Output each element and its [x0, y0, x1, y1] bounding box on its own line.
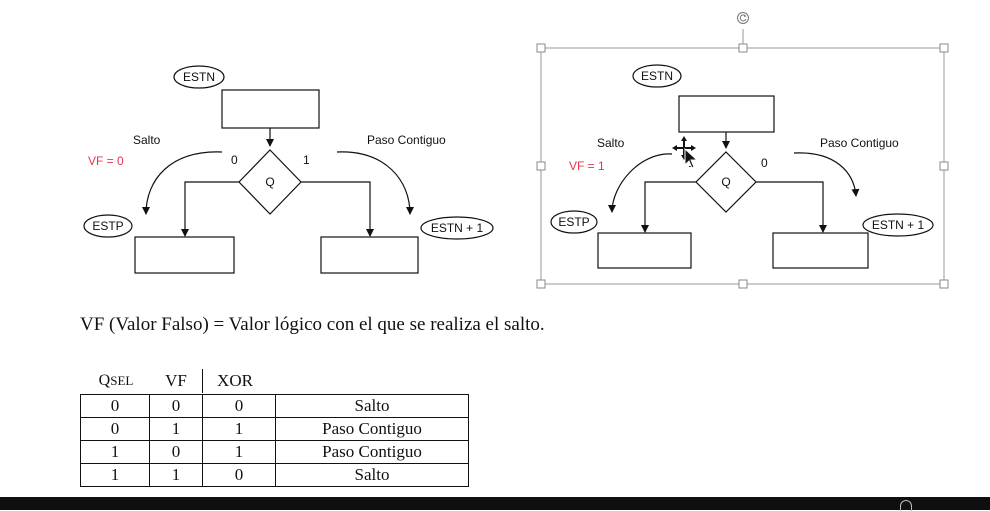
right-left-state-label: ESTP — [558, 215, 589, 229]
left-top-process-box — [221, 89, 320, 129]
header-vf: VF — [165, 371, 187, 390]
result-cell: Salto — [275, 394, 469, 418]
resize-handle-bottom-center[interactable] — [738, 279, 748, 289]
table-row: 0 0 0 Salto — [80, 394, 469, 418]
qsel-cell: 1 — [80, 463, 150, 487]
right-bottom-left-box — [597, 232, 692, 269]
resize-handle-top-left[interactable] — [536, 43, 546, 53]
right-branch-left-connector — [641, 181, 696, 233]
left-branch-right-label: Paso Contiguo — [367, 133, 446, 147]
left-vf-label: VF = 0 — [88, 154, 124, 168]
header-xor: XOR — [217, 371, 253, 390]
right-branch-left-label: Salto — [597, 136, 625, 150]
right-decision-label: Q — [721, 175, 730, 189]
left-branch-left-label: Salto — [133, 133, 161, 147]
toolbar-indicator-icon[interactable] — [900, 500, 912, 511]
qsel-cell: 0 — [80, 394, 150, 418]
truth-table: 0 0 0 Salto 0 1 1 Paso Contiguo 1 0 1 Pa… — [80, 394, 469, 487]
left-bottom-left-box — [134, 236, 235, 274]
left-left-state-ellipse — [83, 214, 133, 238]
result-cell: Paso Contiguo — [275, 417, 469, 441]
resize-handle-bottom-right[interactable] — [939, 279, 949, 289]
resize-handles[interactable] — [536, 43, 949, 289]
move-cursor-icon — [672, 136, 699, 169]
xor-cell: 0 — [202, 394, 276, 418]
left-bottom-right-box — [320, 236, 419, 274]
result-cell: Paso Contiguo — [275, 440, 469, 464]
xor-cell: 0 — [202, 463, 276, 487]
left-paso-curved-arrow — [336, 151, 414, 215]
left-flowchart: ESTN Q Salto Paso Contiguo VF = 0 0 1 ES… — [83, 65, 494, 274]
bottom-toolbar — [0, 497, 990, 511]
vf-cell: 1 — [149, 463, 203, 487]
left-edge-right-value: 1 — [303, 153, 310, 167]
right-top-state-label: ESTN — [641, 69, 673, 83]
vf-cell: 0 — [149, 440, 203, 464]
table-row: 1 0 1 Paso Contiguo — [80, 440, 469, 464]
header-separator — [202, 369, 203, 393]
left-decision-label: Q — [265, 175, 274, 189]
right-paso-curved-arrow — [793, 152, 860, 197]
header-qsel: QSEL — [98, 372, 134, 389]
right-top-state-ellipse — [632, 64, 682, 88]
right-branch-right-connector — [756, 181, 827, 233]
vf-cell: 0 — [149, 394, 203, 418]
left-left-state-label: ESTP — [92, 219, 123, 233]
right-left-state-ellipse — [550, 210, 598, 234]
qsel-cell: 1 — [80, 440, 150, 464]
right-bottom-right-box — [772, 232, 869, 269]
table-row: 1 1 0 Salto — [80, 463, 469, 487]
vf-definition-caption: VF (Valor Falso) = Valor lógico con el q… — [80, 314, 545, 335]
right-flowchart-selected[interactable]: ESTN Q Salto Paso Contiguo VF = 1 1 0 ES… — [536, 12, 949, 289]
resize-handle-top-center[interactable] — [738, 43, 748, 53]
left-decision-diamond — [238, 149, 302, 215]
qsel-cell: 0 — [80, 417, 150, 441]
right-edge-right-value: 0 — [761, 156, 768, 170]
left-right-state-ellipse — [420, 216, 494, 240]
left-branch-right-connector — [301, 181, 374, 237]
table-row: 0 1 1 Paso Contiguo — [80, 417, 469, 441]
right-top-process-box — [678, 95, 775, 133]
left-top-state-ellipse — [173, 65, 225, 89]
left-branch-left-connector — [181, 181, 239, 237]
left-right-state-label: ESTN + 1 — [431, 221, 484, 235]
rotate-handle-icon[interactable] — [737, 12, 749, 24]
right-vf-label: VF = 1 — [569, 159, 605, 173]
left-top-state-label: ESTN — [183, 70, 215, 84]
right-right-state-label: ESTN + 1 — [872, 218, 925, 232]
xor-cell: 1 — [202, 440, 276, 464]
resize-handle-bottom-left[interactable] — [536, 279, 546, 289]
right-right-state-ellipse — [862, 213, 934, 237]
left-edge-left-value: 0 — [231, 153, 238, 167]
resize-handle-middle-left[interactable] — [536, 161, 546, 171]
right-branch-right-label: Paso Contiguo — [820, 136, 899, 150]
right-decision-diamond — [695, 151, 757, 213]
resize-handle-top-right[interactable] — [939, 43, 949, 53]
result-cell: Salto — [275, 463, 469, 487]
xor-cell: 1 — [202, 417, 276, 441]
left-salto-curved-arrow — [142, 151, 223, 215]
resize-handle-middle-right[interactable] — [939, 161, 949, 171]
vf-cell: 1 — [149, 417, 203, 441]
right-salto-curved-arrow — [608, 153, 673, 213]
